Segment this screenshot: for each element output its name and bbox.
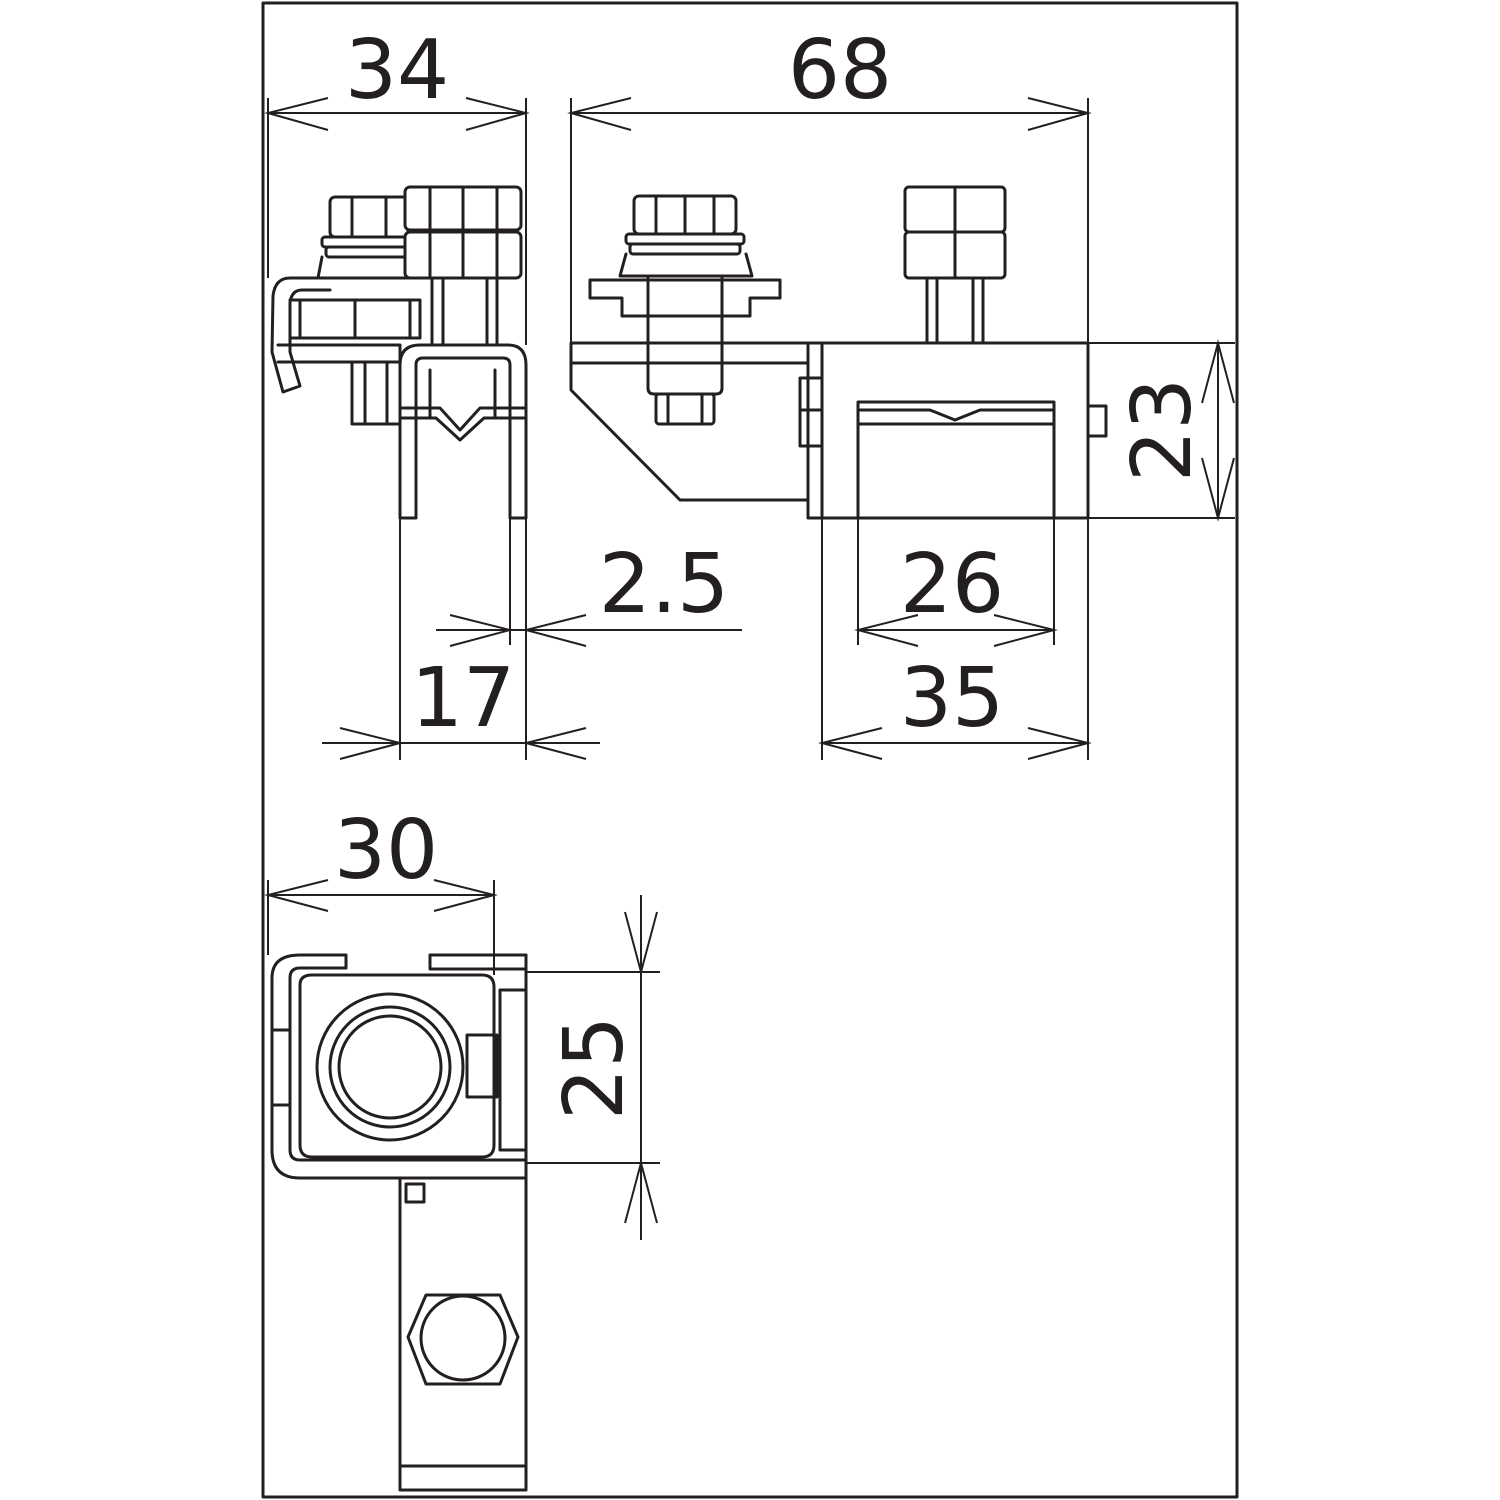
drawing-frame bbox=[261, 1, 1239, 1499]
top-view bbox=[270, 953, 528, 1492]
dim-label-overall-length: 68 bbox=[788, 23, 892, 118]
front-view bbox=[569, 185, 1108, 520]
dim-label-top-depth: 25 bbox=[547, 1016, 642, 1120]
side-view bbox=[270, 185, 528, 520]
dim-label-inner-width: 26 bbox=[900, 537, 1004, 632]
dimension-lines bbox=[264, 97, 1235, 1240]
dim-label-height: 23 bbox=[1115, 378, 1210, 482]
dim-label-side-width: 34 bbox=[345, 23, 449, 118]
dim-label-thickness: 2.5 bbox=[599, 537, 729, 632]
dim-label-clamp-width: 35 bbox=[900, 651, 1004, 746]
dim-label-bolt-offset: 17 bbox=[411, 651, 515, 746]
dim-label-top-width: 30 bbox=[334, 803, 438, 898]
